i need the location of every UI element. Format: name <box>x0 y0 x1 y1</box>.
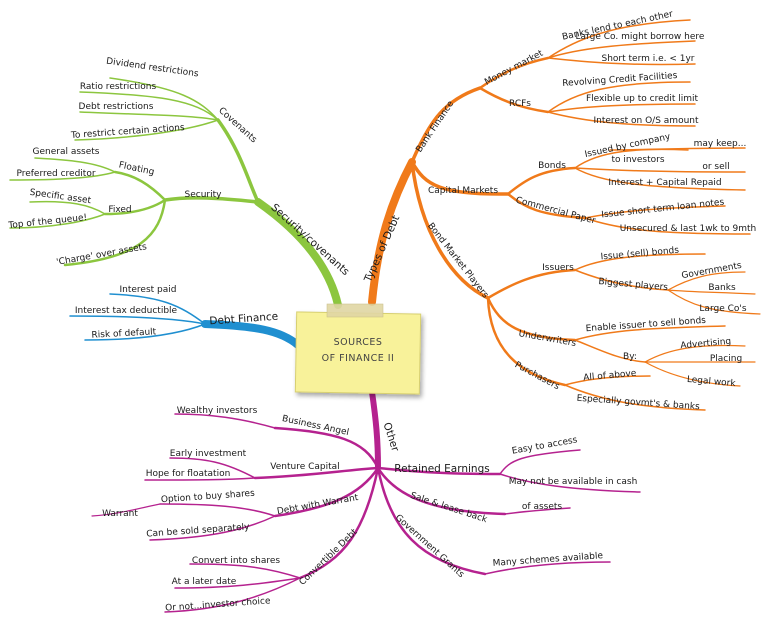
node-fixed[interactable]: Fixed <box>108 205 131 215</box>
center-title-line2: OF FINANCE II <box>322 353 395 364</box>
cp-item-2: Unsecured & last 1wk to 9mth <box>620 224 757 234</box>
bonds-may-keep: may keep... <box>694 139 747 149</box>
money-market-item-3: Short term i.e. < 1yr <box>601 54 694 64</box>
issuers-banks: Banks <box>708 283 736 293</box>
security-charge: 'Charge' over assets <box>56 242 148 268</box>
fixed-item-1: Specific asset <box>29 188 92 207</box>
money-market-item-2: Large Co. might borrow here <box>576 32 705 42</box>
underwriters-by: By: <box>623 352 637 362</box>
node-government-grants[interactable]: Government Grants <box>393 513 466 580</box>
floating-item-2: Preferred creditor <box>16 169 95 179</box>
labels-debt-finance: Debt Finance Interest paid Interest tax … <box>75 285 279 341</box>
rcfs-item-3: Interest on O/S amount <box>593 116 699 126</box>
warrant-label: Warrant <box>102 509 138 519</box>
covenants-item-4: To restrict certain actions <box>70 123 186 141</box>
cp-item-1: Issue short term loan notes <box>601 198 725 221</box>
node-commercial-paper[interactable]: Commercial Paper <box>515 196 597 227</box>
branch-other <box>91 389 641 613</box>
node-security[interactable]: Security <box>185 190 223 200</box>
node-floating[interactable]: Floating <box>118 160 155 177</box>
underwriters-placing: Placing <box>710 354 742 364</box>
business-angel-item-1: Wealthy investors <box>177 406 258 416</box>
issuers-issue: Issue (sell) bonds <box>600 246 679 263</box>
covenants-item-1: Dividend restrictions <box>105 57 199 80</box>
node-underwriters[interactable]: Underwriters <box>518 329 577 349</box>
issuers-large-cos: Large Co's <box>699 304 746 314</box>
node-issuers[interactable]: Issuers <box>542 263 574 273</box>
center-node[interactable]: SOURCES OF FINANCE II <box>294 303 422 395</box>
underwriters-legal: Legal work <box>686 375 736 389</box>
grants-item-1: Many schemes available <box>492 551 603 569</box>
convertible-item-1: Convert into shares <box>192 556 280 566</box>
venture-capital-item-2: Hope for floatation <box>146 469 231 479</box>
node-bond-market-players[interactable]: Bond Market Players <box>425 221 490 300</box>
issuers-governments: Governments <box>681 261 743 281</box>
retained-item-2: May not be available in cash <box>509 477 638 487</box>
branch-security-covenants <box>9 77 342 309</box>
debt-finance-item-3: Risk of default <box>91 327 157 340</box>
purchasers-all: All of above <box>583 369 637 384</box>
branch-types-of-debt <box>368 19 761 411</box>
bonds-or-sell: or sell <box>702 162 729 172</box>
bonds-interest: Interest + Capital Repaid <box>608 178 721 188</box>
node-capital-markets[interactable]: Capital Markets <box>428 186 498 196</box>
underwriters-advertising: Advertising <box>680 337 732 351</box>
issuers-biggest: Biggest players <box>598 277 669 293</box>
node-sale-lease-back[interactable]: Sale & lease back <box>409 491 489 525</box>
node-bonds[interactable]: Bonds <box>538 161 566 171</box>
fixed-item-2: Top of the queue! <box>7 213 88 231</box>
debt-finance-item-1: Interest paid <box>120 285 177 295</box>
node-rcfs[interactable]: RCFs <box>509 99 531 109</box>
covenants-item-2: Ratio restrictions <box>80 82 157 92</box>
purchasers-especially: Especially govmt's & banks <box>576 394 700 413</box>
debt-finance-item-2: Interest tax deductible <box>75 306 178 316</box>
node-types-of-debt[interactable]: Types of Debt <box>362 214 403 285</box>
node-money-market[interactable]: Money market <box>483 48 545 87</box>
branch-debt-finance <box>69 293 302 349</box>
node-purchasers[interactable]: Purchasers <box>513 360 561 392</box>
underwriters-enable: Enable issuer to sell bonds <box>585 316 706 334</box>
covenants-item-3: Debt restrictions <box>79 102 154 112</box>
labels-security-covenants: Security/covenants Covenants Dividend re… <box>7 57 352 278</box>
node-convertible-debt[interactable]: Convertible Debt <box>298 527 360 588</box>
labels-other: Other Business Angel Wealthy investors V… <box>102 406 637 614</box>
convertible-item-2: At a later date <box>172 577 237 587</box>
rcfs-item-2: Flexible up to credit limit <box>586 94 699 104</box>
bonds-to-investors: to investors <box>611 155 664 165</box>
node-bank-finance[interactable]: Bank Finance <box>414 99 456 155</box>
node-business-angel[interactable]: Business Angel <box>281 414 350 438</box>
node-debt-with-warrant[interactable]: Debt with Warrant <box>276 493 359 517</box>
node-security-covenants[interactable]: Security/covenants <box>269 202 352 278</box>
node-debt-finance[interactable]: Debt Finance <box>209 311 279 328</box>
floating-item-1: General assets <box>33 147 100 157</box>
node-venture-capital[interactable]: Venture Capital <box>270 462 339 472</box>
node-other[interactable]: Other <box>381 421 402 454</box>
warrant-option: Option to buy shares <box>161 489 256 506</box>
convertible-item-3: Or not...investor choice <box>165 596 271 613</box>
venture-capital-item-1: Early investment <box>170 449 247 459</box>
node-retained-earnings[interactable]: Retained Earnings <box>394 463 489 475</box>
sale-lease-back-item-1: of assets <box>522 502 562 512</box>
center-title-line1: SOURCES <box>334 337 383 348</box>
